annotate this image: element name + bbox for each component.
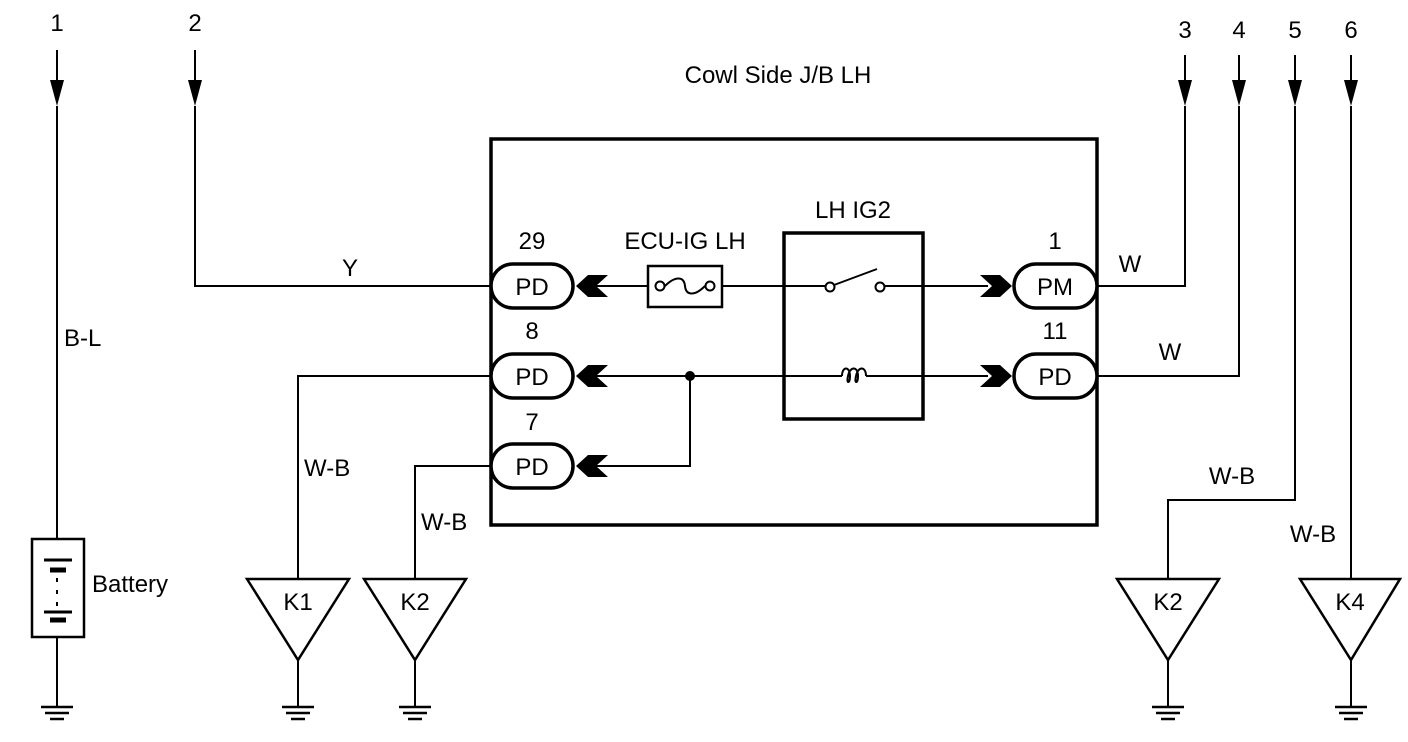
connector-7-label: PD [515,454,548,481]
junction-box-title: Cowl Side J/B LH [685,62,872,89]
input-number-3: 3 [1178,17,1191,44]
wire-label-wb-5: W-B [1209,463,1255,490]
connector-29-terminal-icon [576,275,608,297]
ground-point-k2-left: K2 [361,577,469,721]
relay-label: LH IG2 [815,197,891,224]
wire-wb-k1 [297,375,491,580]
wire-label-b-l: B-L [64,325,101,352]
wire-w-mid [1097,106,1240,377]
input-number-2: 2 [188,10,201,37]
connector-7: PD [489,442,575,490]
wire-label-w-top: W [1119,251,1142,278]
wire-label-y: Y [342,255,358,282]
input-arrow-2 [188,50,202,106]
input-number-4: 4 [1232,17,1245,44]
battery [30,537,86,639]
connector-7-pin: 7 [525,409,538,436]
connector-11-pin: 11 [1043,318,1068,345]
connector-8-label: PD [515,364,548,391]
relay-box [782,231,925,421]
relay-switch-icon [824,268,886,293]
connector-1-pin: 1 [1048,228,1061,255]
input-number-6: 6 [1344,17,1357,44]
input-number-1: 1 [50,10,63,37]
fuse-label: ECU-IG LH [624,228,745,255]
input-arrow-1 [50,50,64,106]
ground-point-k4: K4 [1297,577,1403,721]
wire-w-top [1097,106,1186,287]
input-arrow-6 [1344,55,1358,106]
connector-11-terminal-icon [980,365,1012,387]
connector-1-terminal-icon [980,275,1012,297]
connector-11: PD [1012,352,1099,400]
ground-label-k1: K1 [283,589,312,616]
connector-1-label: PM [1037,274,1073,301]
connector-29-label: PD [515,274,548,301]
connector-1: PM [1012,262,1099,310]
connector-7-terminal-icon [576,455,608,477]
input-arrow-4 [1232,55,1246,106]
wire-label-wb-k2: W-B [421,509,467,536]
wire-y [194,106,491,287]
junction-box [489,137,1099,527]
input-arrow-5 [1288,55,1302,106]
ground-symbol-battery [41,705,73,721]
ground-point-k2-right: K2 [1114,577,1222,721]
wire-wb-k2 [414,465,491,580]
ground-label-k4: K4 [1335,589,1364,616]
battery-label: Battery [92,571,168,598]
connector-8-terminal-icon [576,365,608,387]
wire-wb-5 [1167,106,1296,580]
input-number-5: 5 [1288,17,1301,44]
wire-label-w-mid: W [1159,339,1182,366]
ground-label-k2-right: K2 [1153,589,1182,616]
input-arrow-3 [1178,55,1192,106]
wire-label-wb-k1: W-B [304,455,350,482]
fuse-icon [646,264,724,309]
connector-8-pin: 8 [525,318,538,345]
connector-11-label: PD [1038,364,1071,391]
wire-7-to-splice [596,376,691,467]
wire-label-wb-6: W-B [1290,521,1336,548]
ground-label-k2-left: K2 [400,589,429,616]
relay-coil-icon [841,367,867,383]
connector-29-pin: 29 [519,228,546,255]
connector-8: PD [489,352,575,400]
connector-29: PD [489,262,575,310]
ground-point-k1: K1 [244,577,352,721]
